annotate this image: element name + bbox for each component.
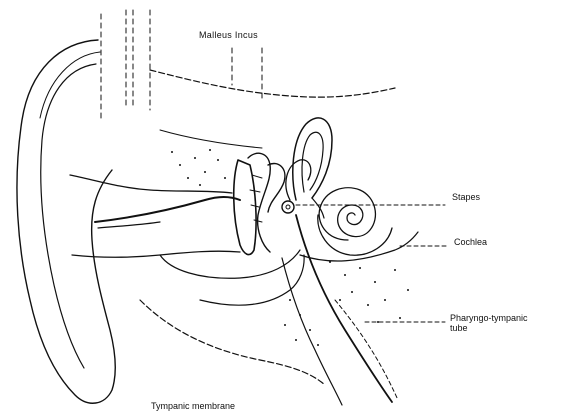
mastoid-contour	[160, 250, 300, 278]
malleus-incus-label: Malleus Incus	[199, 30, 258, 41]
canal-mid-fibre	[95, 197, 240, 222]
semicircular-canal-outer	[293, 118, 332, 200]
cochlea-label: Cochlea	[454, 237, 487, 248]
auricle-inner-fold	[41, 64, 96, 368]
skull-bone-contour	[160, 130, 262, 148]
neck-contour-left	[140, 300, 325, 385]
tympanic-membrane-label: Tympanic membrane	[151, 401, 235, 412]
ear-canal-upper	[70, 175, 232, 193]
pharyngotympanic-label-line1: Pharyngo-tympanic	[450, 313, 528, 323]
stapes-label: Stapes	[452, 192, 480, 203]
semicircular-canal-lateral	[286, 160, 311, 200]
top-dashed-guides	[101, 10, 262, 120]
bone-texture	[171, 149, 409, 346]
stapes-inner	[286, 205, 290, 209]
semicircular-canal-inner	[302, 132, 323, 192]
head-upper-contour	[150, 70, 395, 97]
ear-canal-lower	[72, 251, 240, 257]
canal-mid-fibre-2	[98, 222, 160, 228]
pharyngotympanic-tube-upper	[296, 215, 392, 402]
pharyngotympanic-tube-lower	[282, 258, 342, 405]
stapes-footplate	[282, 201, 294, 213]
pharyngotympanic-label-line2: tube	[450, 323, 468, 333]
leader-lines	[296, 205, 447, 322]
cochlea-drawing	[318, 188, 392, 255]
pharyngotympanic-tube-label: Pharyngo-tympanic tube	[450, 313, 570, 333]
tympanic-membrane-shape	[234, 160, 256, 255]
tube-outer-wall	[335, 300, 398, 400]
